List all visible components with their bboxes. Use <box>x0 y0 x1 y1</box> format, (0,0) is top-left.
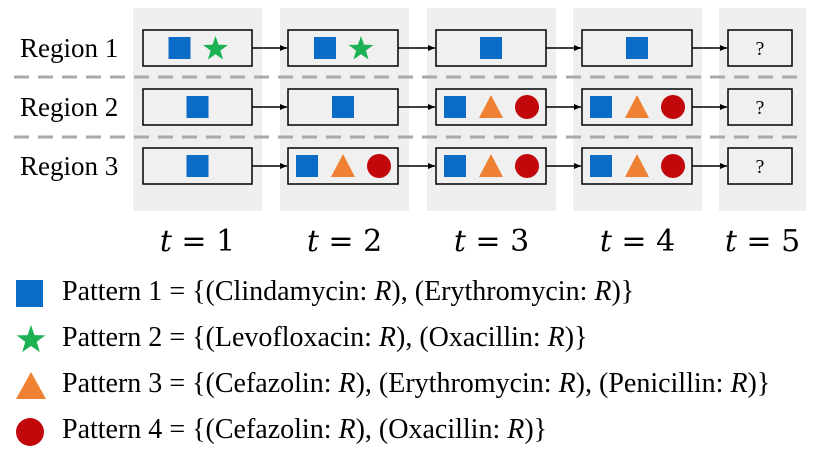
transition-arrows <box>252 45 727 169</box>
time-label-2: t = 2 <box>307 224 382 259</box>
square-icon <box>626 37 648 59</box>
region-2-cell-t5: ? <box>727 88 793 126</box>
square-icon <box>16 280 43 307</box>
square-icon <box>186 155 209 177</box>
square-icon <box>186 96 209 118</box>
region-1-cell-t1 <box>142 29 253 67</box>
region-label-3: Region 3 <box>20 151 118 181</box>
circle-icon <box>16 418 44 446</box>
square-icon <box>296 155 318 177</box>
unknown-value: ? <box>756 38 765 60</box>
triangle-icon <box>625 95 649 118</box>
triangle-icon <box>625 154 649 177</box>
triangle-icon <box>16 372 46 399</box>
region-3-cell-t1 <box>142 147 253 185</box>
legend-definition: {(Levofloxacin: R), (Oxacillin: R)} <box>192 322 588 353</box>
time-label-1: t = 1 <box>160 224 235 259</box>
triangle-icon <box>479 95 503 118</box>
legend-item-pattern-1: Pattern 1 = {(Clindamycin: R), (Erythrom… <box>14 270 824 314</box>
region-separators <box>14 75 806 139</box>
region-1-cell-t3 <box>435 29 547 67</box>
region-3-cell-t4 <box>581 147 693 185</box>
time-label-4: t = 4 <box>600 224 675 259</box>
legend-definition: {(Clindamycin: R), (Erythromycin: R)} <box>192 276 635 307</box>
square-icon <box>590 96 612 118</box>
region-2-cell-t3 <box>435 88 547 126</box>
legend-item-pattern-4: Pattern 4 = {(Cefazolin: R), (Oxacillin:… <box>14 408 824 452</box>
star-icon <box>203 36 228 60</box>
square-icon <box>314 37 336 59</box>
region-2-cell-t4 <box>581 88 693 126</box>
square-icon <box>480 37 502 59</box>
legend-definition: {(Cefazolin: R), (Erythromycin: R), (Pen… <box>192 368 771 399</box>
square-icon <box>168 37 191 59</box>
legend-definition: {(Cefazolin: R), (Oxacillin: R)} <box>192 414 548 445</box>
region-3-cell-t2 <box>287 147 399 185</box>
legend-name: Pattern 1 <box>62 276 163 307</box>
unknown-value: ? <box>756 97 765 119</box>
circle-icon <box>367 154 391 178</box>
region-2-cell-t1 <box>142 88 253 126</box>
region-label-2: Region 2 <box>20 92 118 122</box>
circle-icon <box>515 95 539 119</box>
time-labels: t = 1 t = 2 t = 3 t = 4 t = 5 <box>160 224 800 259</box>
time-label-3: t = 3 <box>454 224 529 259</box>
square-icon <box>444 155 466 177</box>
square-icon <box>332 96 354 118</box>
region-1-cell-t5: ? <box>727 29 793 67</box>
triangle-icon <box>331 154 355 177</box>
time-label-5: t = 5 <box>725 224 800 259</box>
unknown-value: ? <box>756 156 765 178</box>
region-1-cell-t2 <box>287 29 399 67</box>
legend-item-pattern-3: Pattern 3 = {(Cefazolin: R), (Erythromyc… <box>14 362 824 406</box>
circle-icon <box>661 95 685 119</box>
square-icon <box>444 96 466 118</box>
circle-icon <box>661 154 685 178</box>
legend-name: Pattern 2 <box>62 322 163 353</box>
square-icon <box>590 155 612 177</box>
region-cells: ??? <box>142 29 793 185</box>
region-labels: Region 1 Region 2 Region 3 <box>20 33 118 181</box>
region-2-cell-t2 <box>287 88 399 126</box>
triangle-icon <box>479 154 503 177</box>
legend-name: Pattern 4 <box>62 414 163 445</box>
region-label-1: Region 1 <box>20 33 118 63</box>
region-3-cell-t5: ? <box>727 147 793 185</box>
legend-item-pattern-2: Pattern 2 = {(Levofloxacin: R), (Oxacill… <box>14 316 824 360</box>
star-icon <box>16 325 46 353</box>
circle-icon <box>515 154 539 178</box>
star-icon <box>348 36 374 60</box>
region-3-cell-t3 <box>435 147 547 185</box>
region-1-cell-t4 <box>581 29 693 67</box>
legend-name: Pattern 3 <box>62 368 163 399</box>
